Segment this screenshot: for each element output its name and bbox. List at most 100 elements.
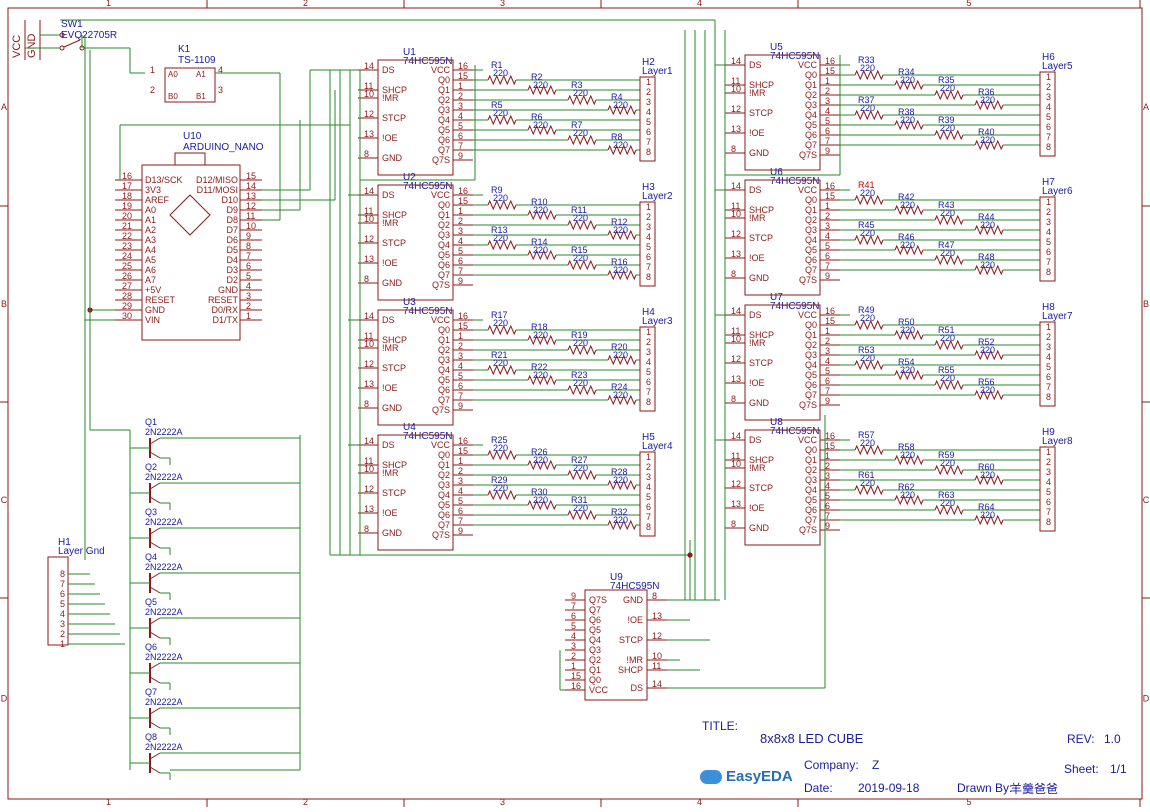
u9-pin-num: 4 (571, 631, 576, 641)
sr-pin-name: DS (749, 60, 762, 70)
sr-pin-name: Q7S (432, 280, 450, 290)
u9-pin-num: 14 (652, 679, 662, 689)
resistor-symbol (974, 389, 1004, 401)
sr-pin-num: 11 (731, 76, 740, 86)
u10-pin-num: 3 (246, 291, 251, 301)
u9-pin-name: Q1 (589, 665, 601, 675)
sr-pin-num: 14 (364, 186, 374, 196)
resistor-value: 220 (613, 350, 628, 360)
header-body (639, 76, 656, 162)
sr-pin-num: 15 (458, 321, 468, 331)
resistor-value: 220 (493, 108, 508, 118)
transistor-part: 2N2222A (145, 517, 183, 527)
header-pin: 1 (1046, 197, 1051, 207)
sr-pin-num: 4 (825, 231, 830, 241)
sr-pin-name: GND (749, 273, 770, 283)
resistor-ref: R8 (611, 132, 623, 142)
resistor-ref: R37 (858, 95, 875, 105)
u10-part: ARDUINO_NANO (183, 142, 264, 153)
sr-pin-num: 7 (825, 136, 830, 146)
sr-pin-name: STCP (382, 488, 406, 498)
resistor-ref: R49 (858, 305, 875, 315)
company-value: Z (872, 758, 880, 772)
cloud-icon (700, 769, 722, 784)
resistor-symbol (974, 514, 1004, 526)
sr-pin-name: Q5 (438, 500, 450, 510)
resistor-symbol (607, 269, 637, 281)
resistor-symbol (487, 324, 517, 336)
u10-pin-num: 12 (246, 201, 256, 211)
resistor-symbol (934, 89, 964, 101)
sr-pin-num: 14 (731, 306, 741, 316)
resistor-value: 220 (573, 378, 588, 388)
sr-pin-num: 12 (364, 484, 374, 494)
resistor-ref: R1 (491, 60, 503, 70)
h1-pin: 2 (60, 629, 65, 639)
sr-pin-num: 4 (458, 486, 463, 496)
resistor-ref: R43 (938, 200, 955, 210)
sr-pin-num: 10 (731, 84, 741, 94)
header-pin: 8 (1046, 392, 1051, 402)
sr-pin-name: Q3 (805, 225, 817, 235)
resistor-value: 220 (493, 68, 508, 78)
resistor-value: 220 (493, 233, 508, 243)
resistor-symbol (487, 364, 517, 376)
sr-pin-name: STCP (382, 113, 406, 123)
resistor-symbol (527, 124, 557, 136)
sr-pin-num: 2 (458, 91, 463, 101)
u10-pin-name: GND (145, 305, 166, 315)
sr-part: 74HC595N (770, 301, 819, 312)
sr-pin-num: 5 (825, 366, 830, 376)
sr-pin-num: 11 (364, 331, 373, 341)
header-pin: 1 (646, 452, 651, 462)
sr-part: 74HC595N (403, 181, 452, 192)
sr-pin-name: Q1 (805, 330, 817, 340)
resistor-value: 220 (493, 193, 508, 203)
header-ref: H9 (1042, 427, 1055, 438)
u9-pin-name: Q7 (589, 605, 601, 615)
sr-pin-name: Q0 (805, 445, 817, 455)
col-label-bottom: 5 (966, 797, 971, 807)
sr-pin-num: 9 (825, 396, 830, 406)
resistor-value: 220 (940, 458, 955, 468)
header-pin: 6 (1046, 122, 1051, 132)
sr-pin-num: 2 (825, 211, 830, 221)
k1-ref: K1 (178, 44, 191, 55)
resistor-symbol (854, 484, 884, 496)
resistor-symbol (567, 344, 597, 356)
transistor-part: 2N2222A (145, 472, 183, 482)
header-pin: 2 (1046, 332, 1051, 342)
sr-pin-num: 4 (825, 356, 830, 366)
sr-pin-name: Q6 (805, 130, 817, 140)
date-value: 2019-09-18 (858, 781, 920, 795)
resistor-symbol (607, 229, 637, 241)
sr-pin-num: 14 (364, 436, 374, 446)
sr-pin-name: STCP (382, 363, 406, 373)
header-pin: 2 (646, 462, 651, 472)
header-pin: 2 (646, 212, 651, 222)
sr-pin-num: 12 (731, 354, 741, 364)
header-pin: 7 (646, 387, 651, 397)
sr-pin-name: Q0 (438, 75, 450, 85)
sr-pin-name: Q4 (805, 235, 817, 245)
sr-pin-num: 6 (458, 381, 463, 391)
sr-pin-num: 5 (825, 116, 830, 126)
u9-body (584, 589, 648, 701)
resistor-value: 220 (980, 510, 995, 520)
sr-pin-num: 5 (458, 246, 463, 256)
resistor-ref: R11 (571, 205, 587, 215)
u10-pin-name: D4 (226, 255, 238, 265)
sr-pin-num: 9 (825, 271, 830, 281)
u9-part: 74HC595N (610, 581, 659, 592)
sr-pin-name: Q7S (799, 525, 817, 535)
resistor-value: 220 (900, 490, 915, 500)
header-pin: 7 (1046, 132, 1051, 142)
sr-pin-name: DS (749, 185, 762, 195)
u10-pin-name: D8 (226, 215, 238, 225)
u10-pin-num: 22 (122, 231, 132, 241)
sr-pin-num: 9 (458, 276, 463, 286)
sr-pin-name: Q7S (432, 405, 450, 415)
sr-pin-num: 13 (364, 254, 374, 264)
sr-pin-num: 15 (825, 191, 835, 201)
u10-pin-num: 2 (246, 301, 251, 311)
